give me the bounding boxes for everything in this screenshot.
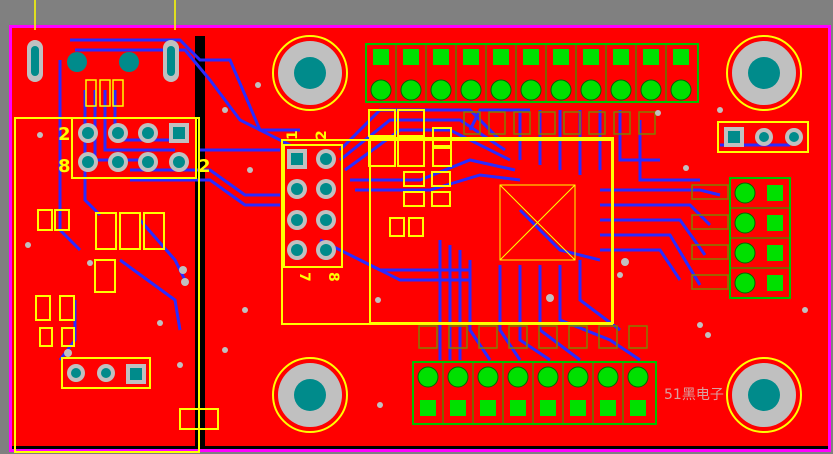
header-right-4pin[interactable] [729,177,791,299]
main-header-2x4[interactable] [283,144,343,268]
mcu-body-outline [499,184,576,261]
usb-connector[interactable] [27,40,179,107]
main-header-label-8: 8 [325,272,341,282]
header-right-3pin[interactable] [717,121,809,153]
main-header-label-2: 2 [314,130,330,140]
mcu-diagonal-2 [499,184,576,261]
mount-hole-bottom-left [272,357,348,433]
usb-header-label-8: 8 [58,156,71,177]
watermark-text: 51黑电子 [664,387,724,403]
bottom-resistor-array [418,111,729,349]
mount-hole-top-right [726,35,802,111]
header-bottom-8pin[interactable] [412,361,657,425]
usb-header-label-2b: 2 [198,156,211,177]
bottom-layer-traces [58,38,790,362]
usb-header-2x4[interactable] [71,117,197,179]
usb-header-label-2: 2 [58,124,71,145]
header-top-12pin[interactable] [365,43,699,103]
capacitor-group [368,109,452,237]
module-edge-line [12,446,828,449]
left-module-components [35,209,219,430]
main-header-label-1: 1 [285,130,301,140]
main-header-label-7: 7 [296,272,312,282]
left-module-3pin-header[interactable] [61,357,151,389]
mount-hole-top-left [272,35,348,111]
vias [25,82,808,408]
mount-hole-bottom-right [726,357,802,433]
main-header-outline-large [281,139,613,325]
